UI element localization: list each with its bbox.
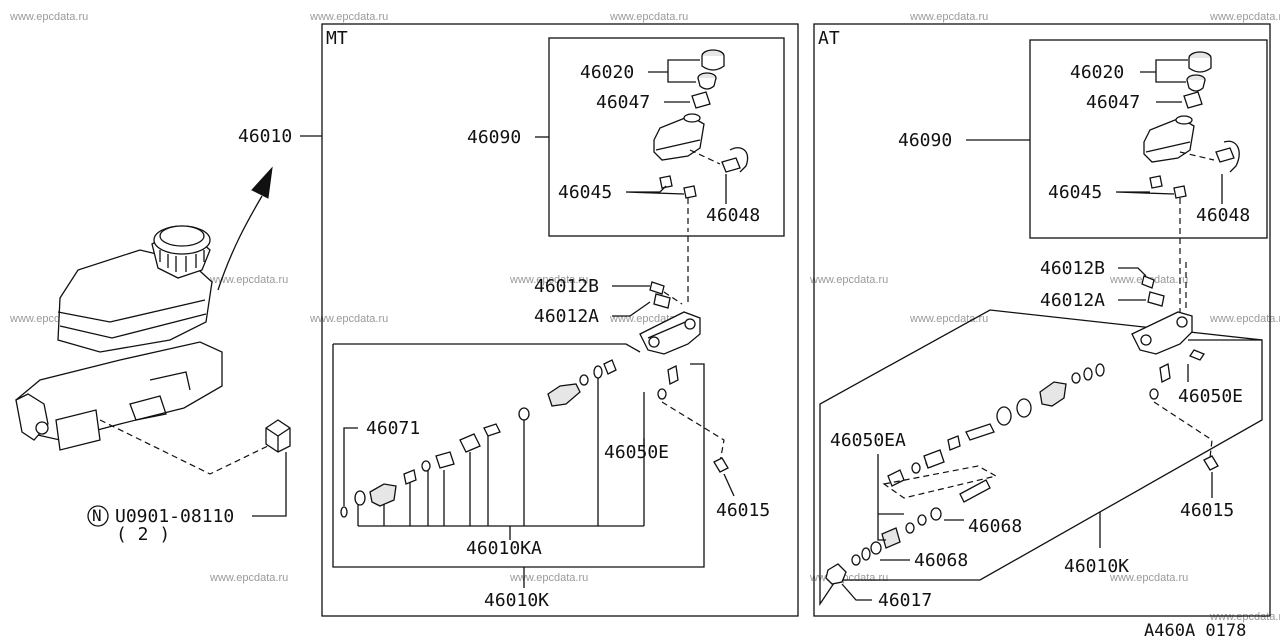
fastener-symbol: N — [92, 506, 102, 525]
callout-mt-assembly: 46010K — [484, 590, 549, 611]
callout-at-sensor: 46048 — [1196, 205, 1250, 226]
watermark: www.epcdata.ru — [9, 11, 88, 23]
watermark: www.epcdata.ru — [209, 274, 288, 286]
watermark: www.epcdata.ru — [809, 572, 888, 584]
at-internal-parts — [825, 363, 1105, 585]
watermark: www.epcdata.ru — [1209, 611, 1280, 623]
callout-mt-cap: 46020 — [580, 62, 634, 83]
callout-at-filter: 46047 — [1086, 92, 1140, 113]
mt-panel: MT 46020 46047 46090 46045 46048 — [321, 23, 799, 617]
callout-at-cap-seal: 46017 — [878, 590, 932, 611]
callout-assembly: 46010 — [238, 126, 292, 147]
callout-at-assembly: 46010K — [1064, 556, 1129, 577]
mt-internal-parts — [340, 359, 617, 518]
watermark: www.epcdata.ru — [909, 11, 988, 23]
callout-mt-filter: 46047 — [596, 92, 650, 113]
callout-at-bolt: 46015 — [1180, 500, 1234, 521]
watermark: www.epcdata.ru — [1209, 11, 1280, 23]
callout-at-valve-kit: 46050EA — [830, 430, 906, 451]
callout-mt-tank: 46090 — [467, 127, 521, 148]
callout-at-cap: 46020 — [1070, 62, 1124, 83]
callout-mt-bolt: 46015 — [716, 500, 770, 521]
watermark: www.epcdata.ru — [509, 274, 588, 286]
master-cylinder-illustration — [15, 166, 291, 475]
watermark: www.epcdata.ru — [609, 11, 688, 23]
watermark: www.epcdata.ru — [309, 313, 388, 325]
callout-at-grommet: 46045 — [1048, 182, 1102, 203]
callout-at-plug-b: 46012B — [1040, 258, 1105, 279]
watermark: www.epcdata.ru — [509, 572, 588, 584]
callout-mt-sensor: 46048 — [706, 205, 760, 226]
new-part-symbol-icon — [87, 505, 109, 527]
callout-at-spring-b: 46068 — [914, 550, 968, 571]
callout-at-spring-a: 46068 — [968, 516, 1022, 537]
watermark: www.epcdata.ru — [809, 274, 888, 286]
callout-at-valve: 46050E — [1178, 386, 1243, 407]
watermark: www.epcdata.ru — [209, 572, 288, 584]
watermark: www.epcdata.ru — [1109, 572, 1188, 584]
diagram-code: A460A 0178 — [1144, 621, 1246, 640]
callout-at-plug-a: 46012A — [1040, 290, 1105, 311]
callout-fastener: U0901-08110 — [115, 506, 234, 527]
callout-at-tank: 46090 — [898, 130, 952, 151]
callout-mt-grommet: 46045 — [558, 182, 612, 203]
panel-heading-at: AT — [818, 28, 840, 49]
callout-mt-plug-b: 46012B — [534, 276, 599, 297]
panel-heading-mt: MT — [326, 28, 348, 49]
callout-mt-kit: 46010KA — [466, 538, 542, 559]
callout-mt-seal: 46071 — [366, 418, 420, 439]
at-panel: AT 46020 46047 46090 46045 46048 46012B … — [813, 23, 1271, 617]
callout-fastener-qty: ( 2 ) — [116, 524, 170, 545]
watermark: www.epcdata.ru — [1209, 313, 1280, 325]
watermark: www.epcdata.ru — [909, 313, 988, 325]
callout-mt-plug-a: 46012A — [534, 306, 599, 327]
watermark: www.epcdata.ru — [309, 11, 388, 23]
callout-mt-valve: 46050E — [604, 442, 669, 463]
